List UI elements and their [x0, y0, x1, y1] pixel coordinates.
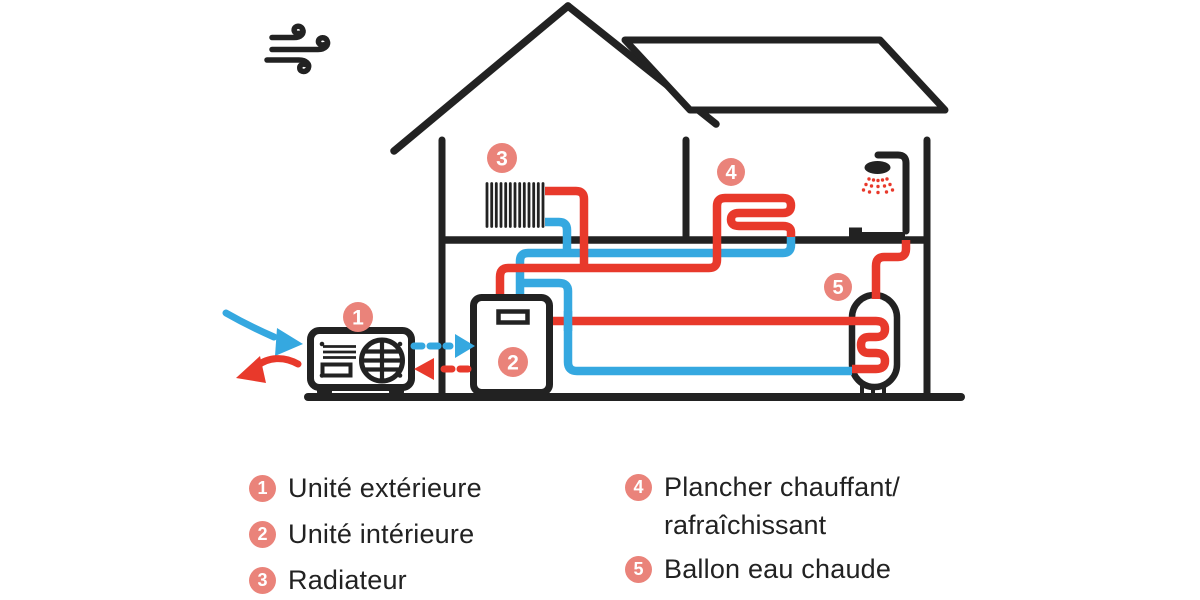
badge-indoor-unit: 2 — [498, 347, 528, 377]
legend-badge-2: 2 — [249, 521, 276, 548]
legend-badge-4: 4 — [625, 474, 652, 501]
outdoor-unit-vents — [323, 345, 356, 359]
wind-icon — [264, 23, 331, 75]
hot-pipe-tank-supply-coil — [551, 316, 890, 374]
roof-panel — [621, 36, 949, 114]
cold-pipe-main-return — [515, 236, 796, 300]
hot-pipes — [495, 186, 911, 374]
svg-text:2: 2 — [507, 352, 519, 375]
radiator-icon — [485, 182, 545, 228]
air-exhaust-arrow — [236, 355, 302, 383]
svg-text:1: 1 — [352, 307, 364, 330]
outdoor-unit — [307, 327, 415, 394]
badge-outdoor-unit: 1 — [343, 302, 373, 332]
badge-hot-water-tank: 5 — [824, 273, 852, 301]
legend-column-left: 1 Unité extérieure 2 Unité intérieure 3 … — [249, 473, 482, 600]
legend-label-floor-heating: Plancher chauffant/ — [664, 472, 900, 502]
cold-pipes — [515, 217, 852, 376]
legend-item-radiator: 3 Radiateur — [249, 565, 482, 596]
legend-label-indoor-unit: Unité intérieure — [288, 519, 475, 549]
refrigerant-line-to-outdoor — [414, 358, 472, 380]
air-intake-arrow — [222, 309, 303, 356]
house-outline — [304, 2, 965, 401]
svg-text:5: 5 — [832, 277, 843, 299]
hot-pipe-shower-supply — [871, 240, 911, 299]
badge-floor-heating: 4 — [717, 158, 745, 186]
legend-item-outdoor-unit: 1 Unité extérieure — [249, 473, 482, 504]
roof-left-slope — [390, 2, 572, 155]
cold-pipe-radiator-return — [545, 217, 572, 254]
svg-text:4: 4 — [725, 162, 737, 184]
hot-pipe-radiator-supply — [545, 186, 589, 265]
legend-item-hot-water-tank: 5 Ballon eau chaude — [625, 554, 900, 585]
indoor-unit — [470, 294, 553, 396]
shower-spray-dots — [861, 177, 895, 195]
legend-label-floor-heating-line2: rafraîchissant — [664, 510, 827, 540]
shower-icon — [849, 151, 910, 240]
legend-badge-5: 5 — [625, 556, 652, 583]
svg-text:3: 3 — [496, 148, 508, 171]
legend-column-right: 4 Plancher chauffant/ rafraîchissant 5 B… — [625, 472, 900, 600]
legend-item-floor-heating: 4 Plancher chauffant/ — [625, 472, 900, 503]
legend-item-indoor-unit: 2 Unité intérieure — [249, 519, 482, 550]
shower-head — [864, 161, 891, 174]
legend-badge-3: 3 — [249, 567, 276, 594]
legend-label-outdoor-unit: Unité extérieure — [288, 473, 482, 503]
fan-icon — [359, 337, 405, 384]
refrigerant-line-to-indoor — [410, 334, 475, 358]
legend-label-hot-water-tank: Ballon eau chaude — [664, 554, 892, 584]
diagram-badges: 1 2 3 4 5 — [343, 143, 852, 377]
outdoor-unit-panel — [320, 362, 353, 378]
indoor-unit-vent — [496, 309, 530, 325]
shower-tray — [849, 227, 905, 240]
legend-label-radiator: Radiateur — [288, 565, 407, 595]
hot-pipe-main-and-floor-coil — [495, 193, 796, 299]
badge-radiator: 3 — [487, 143, 517, 173]
legend-badge-1: 1 — [249, 475, 276, 502]
